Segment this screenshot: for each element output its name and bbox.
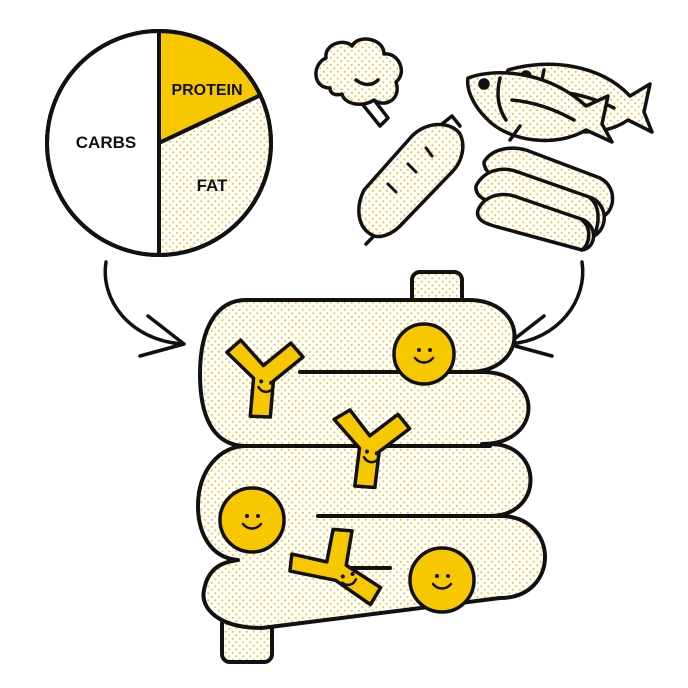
round-bacterium: [218, 486, 286, 554]
pie-label-fat: FAT: [197, 176, 228, 195]
pie-label-carbs: CARBS: [76, 133, 136, 152]
arrow-right-icon: [506, 260, 585, 358]
arrow-left-icon: [103, 260, 186, 358]
bread-rolls-icon: [474, 146, 615, 252]
pie-label-protein: PROTEIN: [171, 82, 242, 99]
y-shaped-bacterium: [288, 527, 383, 607]
microbes: [218, 322, 476, 614]
sweet-potato-icon: [357, 114, 465, 246]
fish-icon: [465, 62, 654, 144]
y-shaped-bacterium: [225, 338, 305, 419]
y-shaped-bacterium: [332, 408, 412, 490]
macronutrient-pie-chart: [45, 29, 273, 257]
round-bacterium: [392, 322, 456, 386]
round-bacterium: [408, 546, 476, 614]
broccoli-icon: [314, 37, 403, 128]
